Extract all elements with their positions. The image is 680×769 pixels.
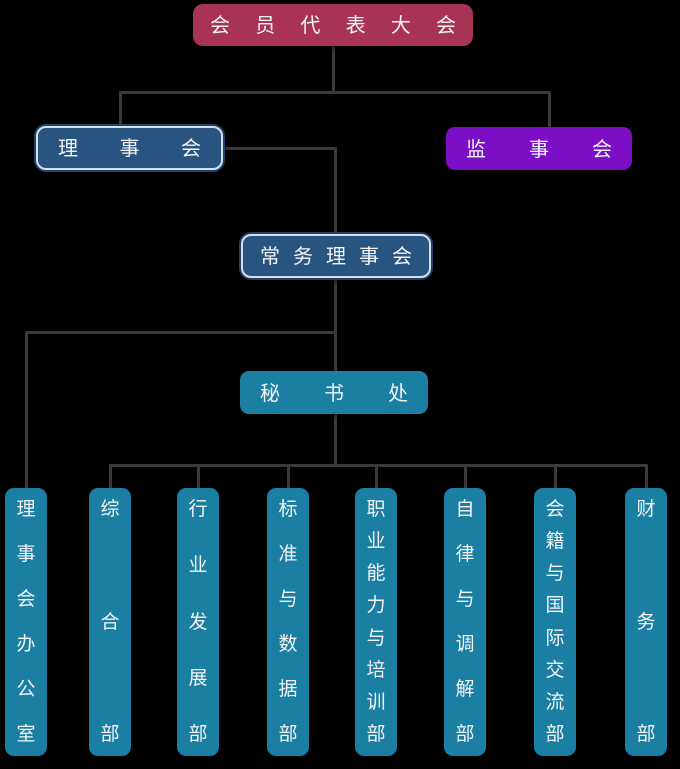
node-standing-council: 常务理事会 [241,234,431,278]
node-member-assembly: 会员代表大会 [193,4,473,46]
node-dept-membership-intl: 会籍与国际交流部 [534,488,576,756]
node-secretariat: 秘书处 [240,371,428,414]
node-dept-finance-label: 财务部 [636,498,656,745]
node-supervisory-board: 监事会 [446,127,632,170]
connector-dept-drop-5 [464,464,467,489]
node-dept-council-office: 理事会办公室 [5,488,47,756]
connector-assembly-drop [332,46,335,94]
connector-standing-drop [334,278,337,372]
node-dept-general-label: 综合部 [100,498,120,745]
connector-council-drop [119,91,122,127]
node-dept-industry-development: 行业发展部 [177,488,219,756]
node-dept-standards-data: 标准与数据部 [267,488,309,756]
connector-dept-drop-1 [109,464,112,489]
node-dept-finance: 财务部 [625,488,667,756]
connector-supervisory-drop [548,91,551,129]
node-dept-council-office-label: 理事会办公室 [16,498,36,745]
connector-dept-drop-3 [287,464,290,489]
node-dept-ability-training-label: 职业能力与培训部 [366,498,386,745]
connector-departments-rail [109,464,648,467]
connector-office-branch-horizontal [25,331,337,334]
node-dept-standards-data-label: 标准与数据部 [278,498,298,745]
node-council: 理事会 [36,126,223,170]
node-dept-general: 综合部 [89,488,131,756]
node-supervisory-board-label: 监事会 [466,136,612,161]
node-council-label: 理事会 [58,136,201,160]
node-standing-council-label: 常务理事会 [260,244,412,268]
node-dept-membership-intl-label: 会籍与国际交流部 [545,498,565,745]
node-dept-ability-training: 职业能力与培训部 [355,488,397,756]
connector-secretariat-drop [334,414,337,467]
node-dept-industry-development-label: 行业发展部 [188,498,208,745]
node-dept-discipline-mediation-label: 自律与调解部 [455,498,475,745]
connector-dept-drop-7 [645,464,648,489]
connector-top-split-horizontal [119,91,551,94]
connector-office-branch-vertical [25,331,28,489]
connector-council-elbow-vertical [334,147,337,236]
connector-council-elbow-horizontal [223,147,337,150]
node-secretariat-label: 秘书处 [260,380,408,405]
connector-dept-drop-2 [197,464,200,489]
connector-dept-drop-6 [554,464,557,489]
node-dept-discipline-mediation: 自律与调解部 [444,488,486,756]
node-member-assembly-label: 会员代表大会 [210,13,456,37]
connector-dept-drop-4 [375,464,378,489]
